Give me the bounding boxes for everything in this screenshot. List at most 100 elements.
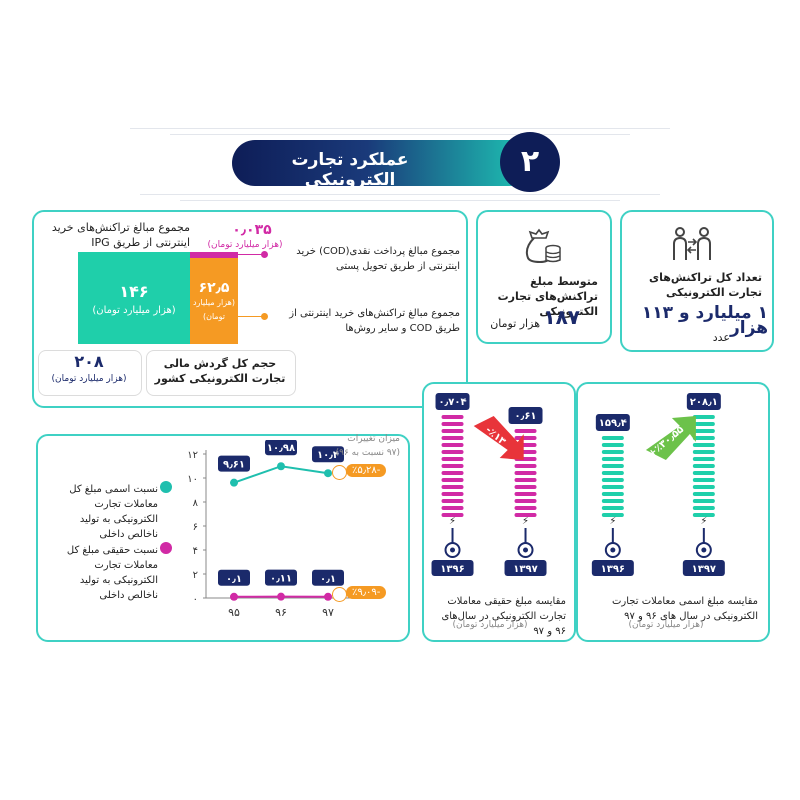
bolt-icon: ⚡: [700, 516, 707, 527]
bar-stripe: [692, 471, 715, 475]
bolt-icon: ⚡: [609, 516, 616, 527]
cod-unit: (هزار میلیارد تومان): [207, 240, 283, 250]
ipg-bar: [78, 252, 190, 344]
bar-stripe: [441, 485, 464, 489]
bar-stripe: [441, 450, 464, 454]
series-point-1: [277, 592, 285, 601]
change-top-badge: -٪۵٫۲۸: [346, 464, 387, 477]
bar-stripe: [601, 457, 624, 461]
up-arrow-icon: [645, 416, 696, 460]
legend-nominal-marker: [160, 481, 172, 493]
bar-stripe: [601, 450, 624, 454]
other-methods-unit-2: تومان): [202, 312, 226, 321]
data-label: ۱۰٫۴: [317, 450, 339, 461]
category-label: ۱۳۹۷: [692, 564, 716, 575]
bar-stripe: [514, 485, 537, 489]
change-top-icon: [332, 465, 347, 480]
legend-real-label: نسبت حقیقی مبلغ کل معاملات تجارت الکترون…: [66, 545, 158, 601]
x-tick-label: ۹۶: [275, 606, 287, 619]
bar-stripe: [441, 506, 464, 510]
bar-stripe: [514, 506, 537, 510]
cod-value: ۰٫۰۳۵: [232, 222, 272, 238]
data-label-box: [218, 455, 250, 472]
data-label-box: [265, 569, 297, 586]
bar-stripe: [514, 478, 537, 482]
category-label: ۱۳۹۶: [440, 564, 464, 575]
y-tick-label: ۶: [193, 522, 198, 533]
avg-transaction-value: ۱۸۷: [543, 305, 580, 329]
bar-value-box: [508, 407, 543, 424]
bar-stripe: [441, 464, 464, 468]
bar-stripe: [441, 478, 464, 482]
section-number: ۲: [500, 132, 560, 192]
category-box: [591, 560, 634, 576]
bar-stripe: [692, 450, 715, 454]
bar-stripe: [692, 422, 715, 426]
bar-stripe: [601, 513, 624, 517]
other-methods-unit-1: (هزار میلیارد: [192, 298, 235, 307]
series-point-0: [230, 478, 238, 487]
bar-value-label: ۲۰۸٫۱: [690, 397, 718, 408]
bar-stripe: [601, 492, 624, 496]
y-tick-label: ۱۲: [187, 450, 198, 461]
ipg-unit: (هزار میلیارد تومان): [92, 305, 176, 316]
bar-value-label: ۱۵۹٫۴: [599, 418, 627, 429]
bar-stripe: [601, 443, 624, 447]
bolt-icon: ⚡: [449, 516, 456, 527]
bar-stripe: [692, 492, 715, 496]
page-title: عملکرد تجارت الکترونیکی: [291, 150, 409, 190]
data-label: ۰٫۱۱: [270, 574, 292, 585]
decor-line: [170, 134, 630, 135]
ipg-label: مجموع مبالغ تراکنش‌های خرید اینترنتی از …: [51, 221, 190, 249]
change-subtitle: (۹۷ نسبت به ۹۶): [335, 448, 400, 458]
other-methods-bar: [190, 258, 238, 344]
money-bag-icon: [525, 228, 561, 264]
change-title: میزان تغییرات: [347, 434, 400, 444]
transactions-count-card: [620, 210, 774, 352]
bar-stripe: [514, 471, 537, 475]
category-label: ۱۳۹۷: [513, 564, 537, 575]
y-tick-label: ۸: [193, 498, 199, 509]
bar-stripe: [692, 499, 715, 503]
transactions-count-unit: عدد: [712, 331, 730, 344]
decor-line: [130, 128, 670, 129]
total-label: حجم کل گردش مالی تجارت الکترونیکی کشور: [154, 357, 286, 385]
series-point-1: [230, 592, 238, 601]
bar-stripe: [692, 464, 715, 468]
bar-stripe: [601, 499, 624, 503]
bar-base-node-core: [450, 547, 456, 553]
y-tick-label: ۰: [193, 594, 198, 605]
bar-stripe: [441, 415, 464, 419]
data-label-box: [312, 446, 344, 463]
avg-transaction-title: متوسط مبلغ تراکنش‌های تجارت الکترونیکی: [497, 275, 598, 318]
y-tick-label: ۴: [193, 546, 198, 557]
bar-base-node-core: [610, 547, 616, 553]
bar-stripe: [441, 457, 464, 461]
y-tick-label: ۲: [193, 570, 198, 581]
bar-stripe: [441, 499, 464, 503]
real-chart-unit: (هزار میلیارد تومان): [452, 620, 528, 630]
total-value: ۲۰۸: [74, 352, 104, 371]
bar-stripe: [692, 457, 715, 461]
bar-stripe: [514, 499, 537, 503]
bar-stripe: [514, 464, 537, 468]
change-bottom-icon: [332, 587, 347, 602]
category-box: [431, 560, 474, 576]
bar-stripe: [441, 513, 464, 517]
change-bottom-badge: -٪۹٫۰۹: [346, 586, 387, 599]
data-label: ۹٫۶۱: [223, 460, 245, 471]
category-box: [682, 560, 725, 576]
series-point-0: [324, 469, 332, 478]
bar-value-label: ۰٫۷۰۴: [438, 397, 466, 408]
other-methods-value: ۶۲٫۵: [198, 280, 230, 296]
other-connector-dot: [261, 313, 268, 320]
bar-stripe: [601, 485, 624, 489]
bar-stripe: [692, 485, 715, 489]
other-methods-label: مجموع مبالغ تراکنش‌های خرید اینترنتی از …: [289, 308, 460, 334]
bar-stripe: [692, 478, 715, 482]
bar-stripe: [692, 443, 715, 447]
down-arrow-icon: [473, 416, 524, 460]
x-tick-label: ۹۵: [228, 606, 240, 619]
